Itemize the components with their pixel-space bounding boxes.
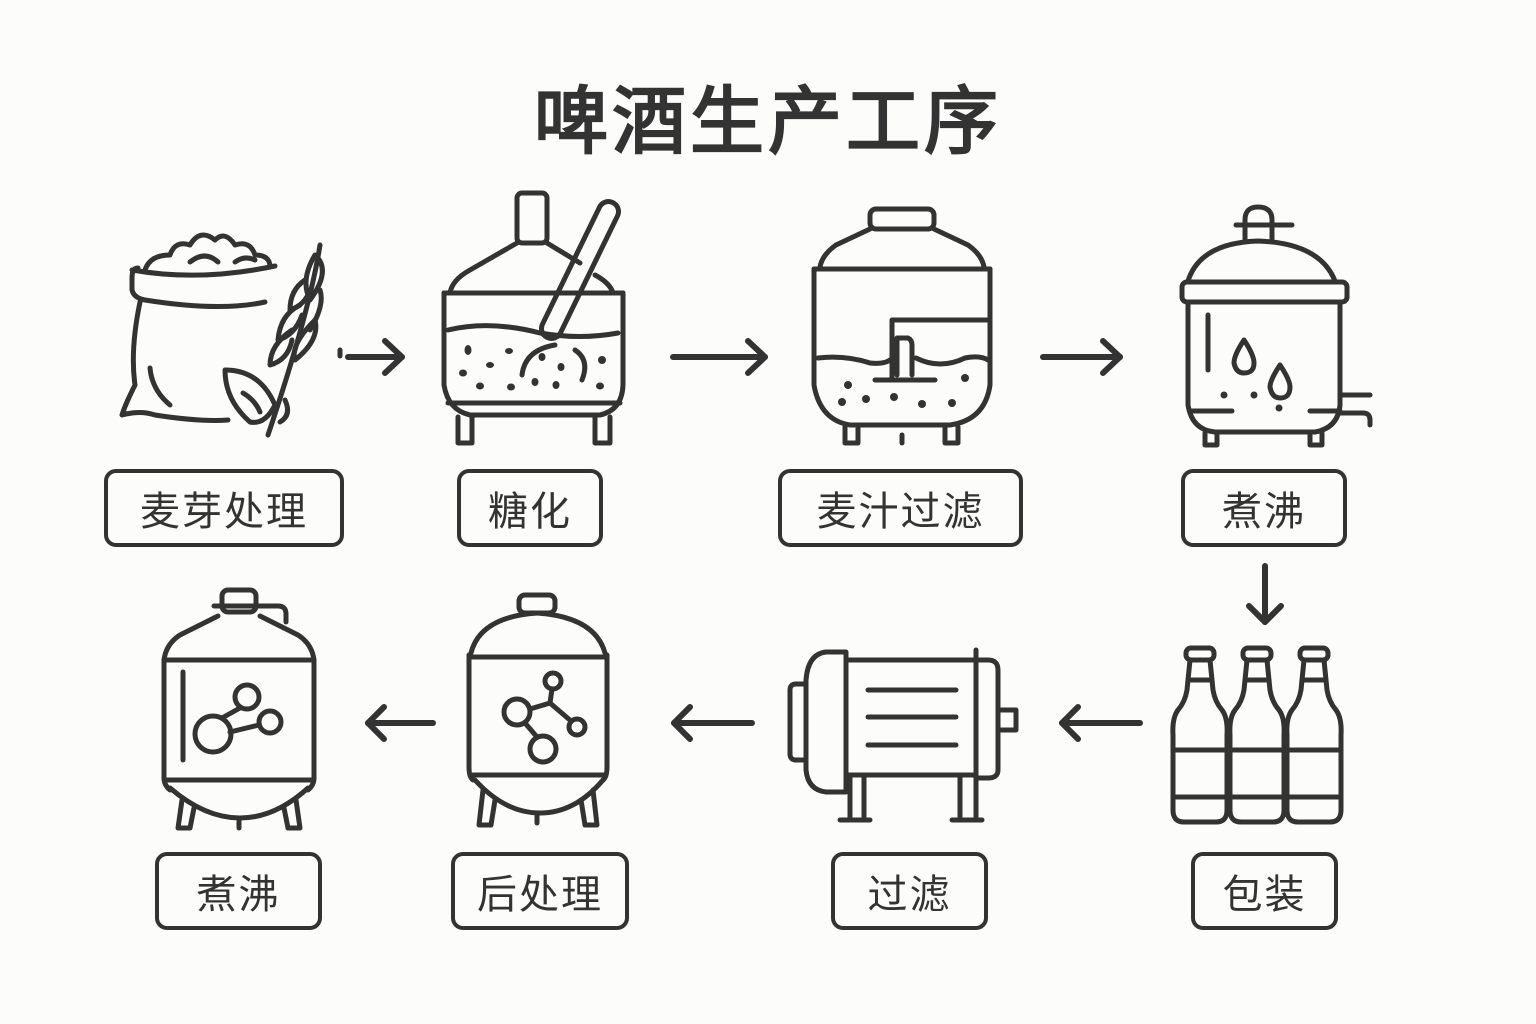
step-label-wort-filtration: 麦汁过滤	[778, 469, 1023, 547]
mash-tun-stirring-icon	[430, 185, 640, 455]
arrow-down	[1240, 560, 1290, 639]
step-label-mashing: 糖化	[457, 469, 603, 547]
fermentation-tank-icon	[150, 580, 330, 840]
filter-machine-icon	[780, 630, 1030, 830]
diagram-title: 啤酒生产工序	[534, 79, 1002, 165]
arrow-left-2	[662, 700, 762, 754]
arrow-right-2	[665, 335, 775, 389]
step-label-filtration: 过滤	[831, 852, 988, 930]
arrow-left-1	[1050, 700, 1150, 754]
arrow-right-3	[1035, 335, 1130, 389]
maturation-tank-icon	[455, 585, 625, 835]
step-label-post-processing: 后处理	[451, 852, 629, 930]
grain-sack-wheat-icon	[110, 210, 350, 450]
step-label-boiling-2: 煮沸	[155, 852, 322, 930]
arrow-right-1	[340, 335, 410, 389]
beer-bottles-icon	[1170, 640, 1370, 830]
boiling-kettle-icon	[1170, 195, 1390, 455]
step-label-packaging: 包装	[1191, 852, 1338, 930]
step-label-boiling: 煮沸	[1181, 469, 1347, 547]
lauter-tun-icon	[800, 195, 1000, 455]
step-label-malt-processing: 麦芽处理	[104, 469, 344, 547]
arrow-left-3	[358, 700, 443, 754]
